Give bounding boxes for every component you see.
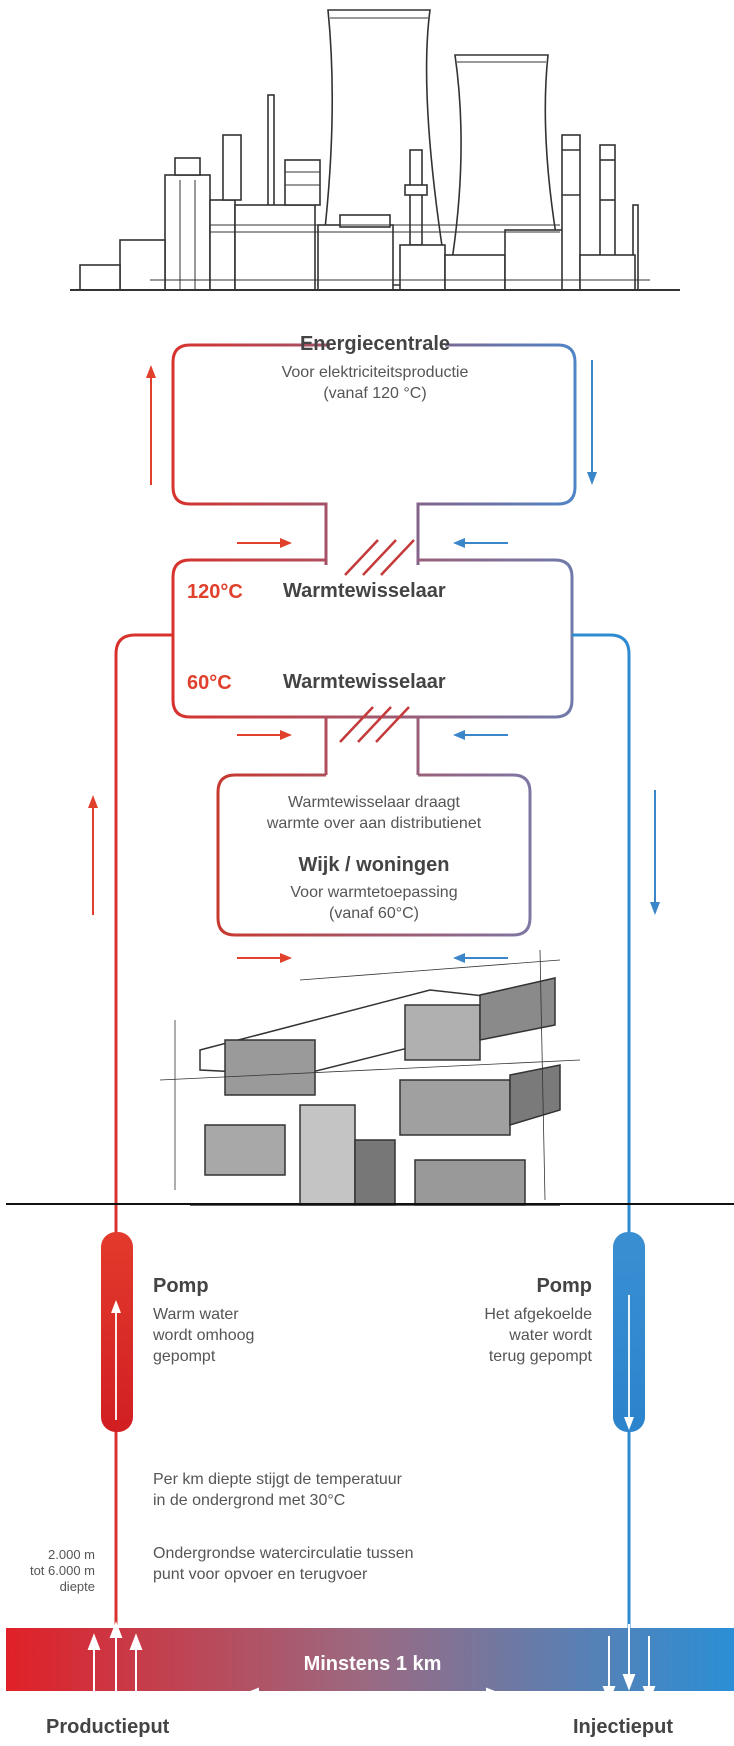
exchanger-label-top: Warmtewisselaar	[283, 580, 446, 602]
pump-left-line-3: gepompt	[153, 1348, 216, 1365]
pump-right-line-2: water wordt	[509, 1327, 592, 1344]
exchanger-temp-120: 120°C	[187, 581, 243, 603]
gradient-text-1: Per km diepte stijgt de temperatuur	[153, 1471, 403, 1488]
district-line-2: warmte over aan distributienet	[266, 815, 482, 832]
plant-subtitle-2: (vanaf 120 °C)	[323, 385, 427, 402]
gradient-text-2: in de ondergrond met 30°C	[153, 1492, 346, 1509]
power-plant-illustration	[70, 9, 680, 291]
well-arrows	[87, 1621, 656, 1703]
pump-left-line-1: Warm water	[153, 1306, 239, 1323]
production-well-label: Productieput	[46, 1716, 170, 1738]
flow-arrows	[88, 360, 660, 963]
pump-arrows	[111, 1295, 634, 1430]
circulation-text-2: punt voor opvoer en terugvoer	[153, 1566, 368, 1583]
exchanger-hatch-bottom	[339, 706, 410, 743]
underground-band	[6, 1628, 734, 1691]
exchanger-label-bottom: Warmtewisselaar	[283, 671, 446, 693]
exchanger-hatch-top	[344, 539, 415, 576]
housing-illustration	[159, 949, 581, 1206]
main-pipes	[114, 633, 631, 1690]
depth-line-1: 2.000 m	[48, 1547, 95, 1562]
district-line-4: (vanaf 60°C)	[329, 905, 419, 922]
circulation-text-1: Ondergrondse watercirculatie tussen	[153, 1545, 414, 1562]
pump-left-title: Pomp	[153, 1275, 209, 1297]
pump-right-title: Pomp	[536, 1275, 592, 1297]
power-plant-loop	[171, 343, 577, 565]
heat-exchanger-box	[171, 558, 574, 775]
exchanger-temp-60: 60°C	[187, 672, 232, 694]
pump-left-body	[101, 1232, 133, 1432]
pump-left-line-2: wordt omhoog	[153, 1327, 255, 1344]
depth-line-3: diepte	[59, 1579, 95, 1594]
district-box	[216, 773, 532, 937]
district-title: Wijk / woningen	[298, 854, 450, 876]
district-line-3: Voor warmtetoepassing	[290, 884, 458, 901]
pump-right-line-1: Het afgekoelde	[484, 1306, 592, 1323]
plant-subtitle-1: Voor elektriciteitsproductie	[281, 364, 469, 381]
distance-label: Minstens 1 km	[303, 1653, 442, 1675]
injection-well-label: Injectieput	[573, 1716, 674, 1738]
plant-title: Energiecentrale	[299, 333, 451, 355]
pump-right-line-3: terug gepompt	[488, 1348, 592, 1365]
district-line-1: Warmtewisselaar draagt	[288, 794, 460, 811]
depth-line-2: tot 6.000 m	[29, 1563, 95, 1578]
